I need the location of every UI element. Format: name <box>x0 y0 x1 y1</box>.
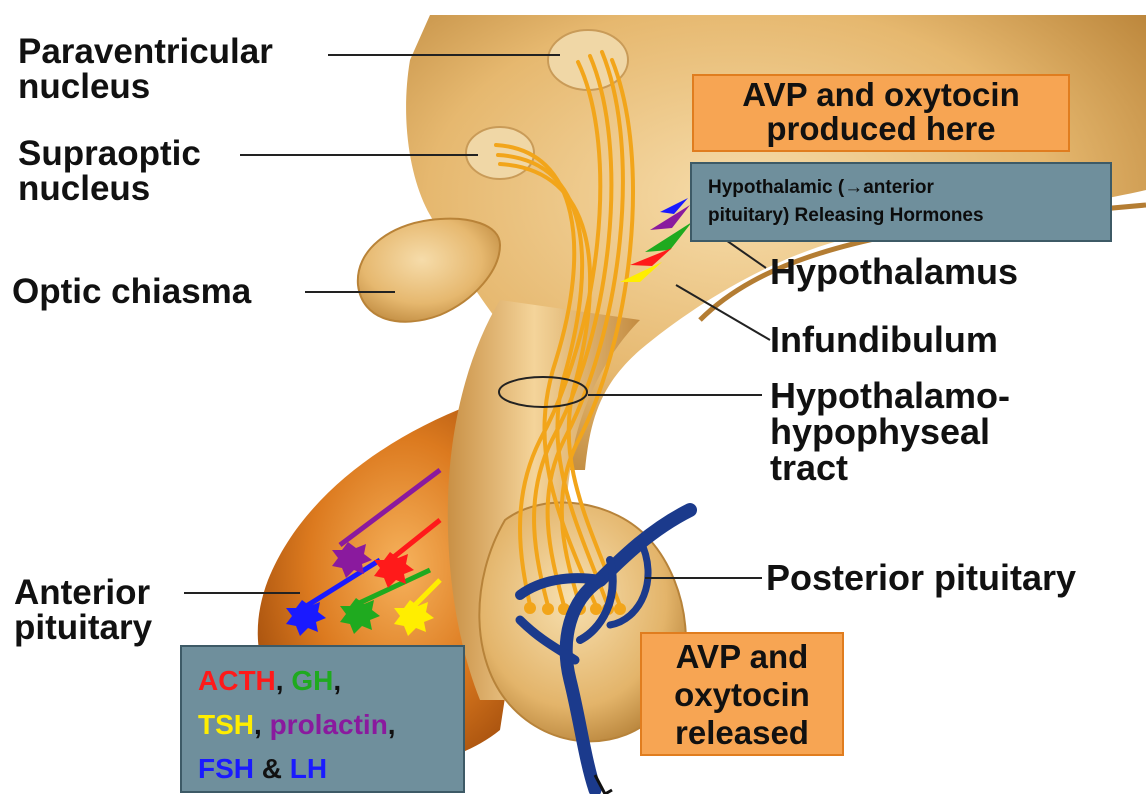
label-line: hypophyseal <box>770 414 1010 450</box>
box-line: produced here <box>694 112 1068 146</box>
label-hypothalamus: Hypothalamus <box>770 254 1018 290</box>
hormone-acth: ACTH <box>198 665 276 696</box>
label-optic-chiasma: Optic chiasma <box>12 274 251 309</box>
label-supraoptic-nucleus: Supraoptic nucleus <box>18 136 201 206</box>
hormones-row-1: ACTH, GH, <box>198 659 463 703</box>
label-line: tract <box>770 450 1010 486</box>
box-line: Hypothalamic (→anterior <box>708 174 1110 202</box>
hormones-row-2: TSH, prolactin, <box>198 703 463 747</box>
box-line: released <box>642 714 842 752</box>
separator: , <box>276 665 284 696</box>
avp-oxytocin-produced-box: AVP and oxytocin produced here <box>692 74 1070 152</box>
label-line: Optic chiasma <box>12 274 251 309</box>
box-line: AVP and oxytocin <box>694 78 1068 112</box>
label-line: pituitary <box>14 610 152 645</box>
hormone-fsh: FSH <box>198 753 254 784</box>
releasing-hormones-box: Hypothalamic (→anterior pituitary) Relea… <box>690 162 1112 242</box>
avp-oxytocin-released-box: AVP and oxytocin released <box>640 632 844 756</box>
hormone-prolactin: prolactin <box>270 709 388 740</box>
label-infundibulum: Infundibulum <box>770 322 998 358</box>
label-hypothalamo-hypophyseal-tract: Hypothalamo- hypophyseal tract <box>770 378 1010 486</box>
box-line: oxytocin <box>642 676 842 714</box>
hormone-gh: GH <box>291 665 333 696</box>
optic-chiasma-shape <box>358 219 500 322</box>
label-line: Hypothalamo- <box>770 378 1010 414</box>
label-line: Posterior pituitary <box>766 560 1076 596</box>
label-paraventricular-nucleus: Paraventricular nucleus <box>18 34 273 104</box>
hormone-lh: LH <box>290 753 327 784</box>
label-line: Infundibulum <box>770 322 998 358</box>
box-line: AVP and <box>642 638 842 676</box>
paraventricular-nucleus <box>548 30 628 90</box>
separator: , <box>333 665 341 696</box>
separator: , <box>254 709 262 740</box>
hormone-tsh: TSH <box>198 709 254 740</box>
label-posterior-pituitary: Posterior pituitary <box>766 560 1076 596</box>
separator: , <box>388 709 396 740</box>
label-line: Supraoptic <box>18 136 201 171</box>
label-line: nucleus <box>18 69 273 104</box>
anterior-hormones-box: ACTH, GH, TSH, prolactin, FSH & LH <box>180 645 465 793</box>
label-line: nucleus <box>18 171 201 206</box>
label-line: Hypothalamus <box>770 254 1018 290</box>
box-line: pituitary) Releasing Hormones <box>708 202 1110 230</box>
label-line: Anterior <box>14 575 152 610</box>
label-line: Paraventricular <box>18 34 273 69</box>
label-anterior-pituitary: Anterior pituitary <box>14 575 152 645</box>
hormones-row-3: FSH & LH <box>198 747 463 791</box>
ampersand: & <box>262 753 282 784</box>
